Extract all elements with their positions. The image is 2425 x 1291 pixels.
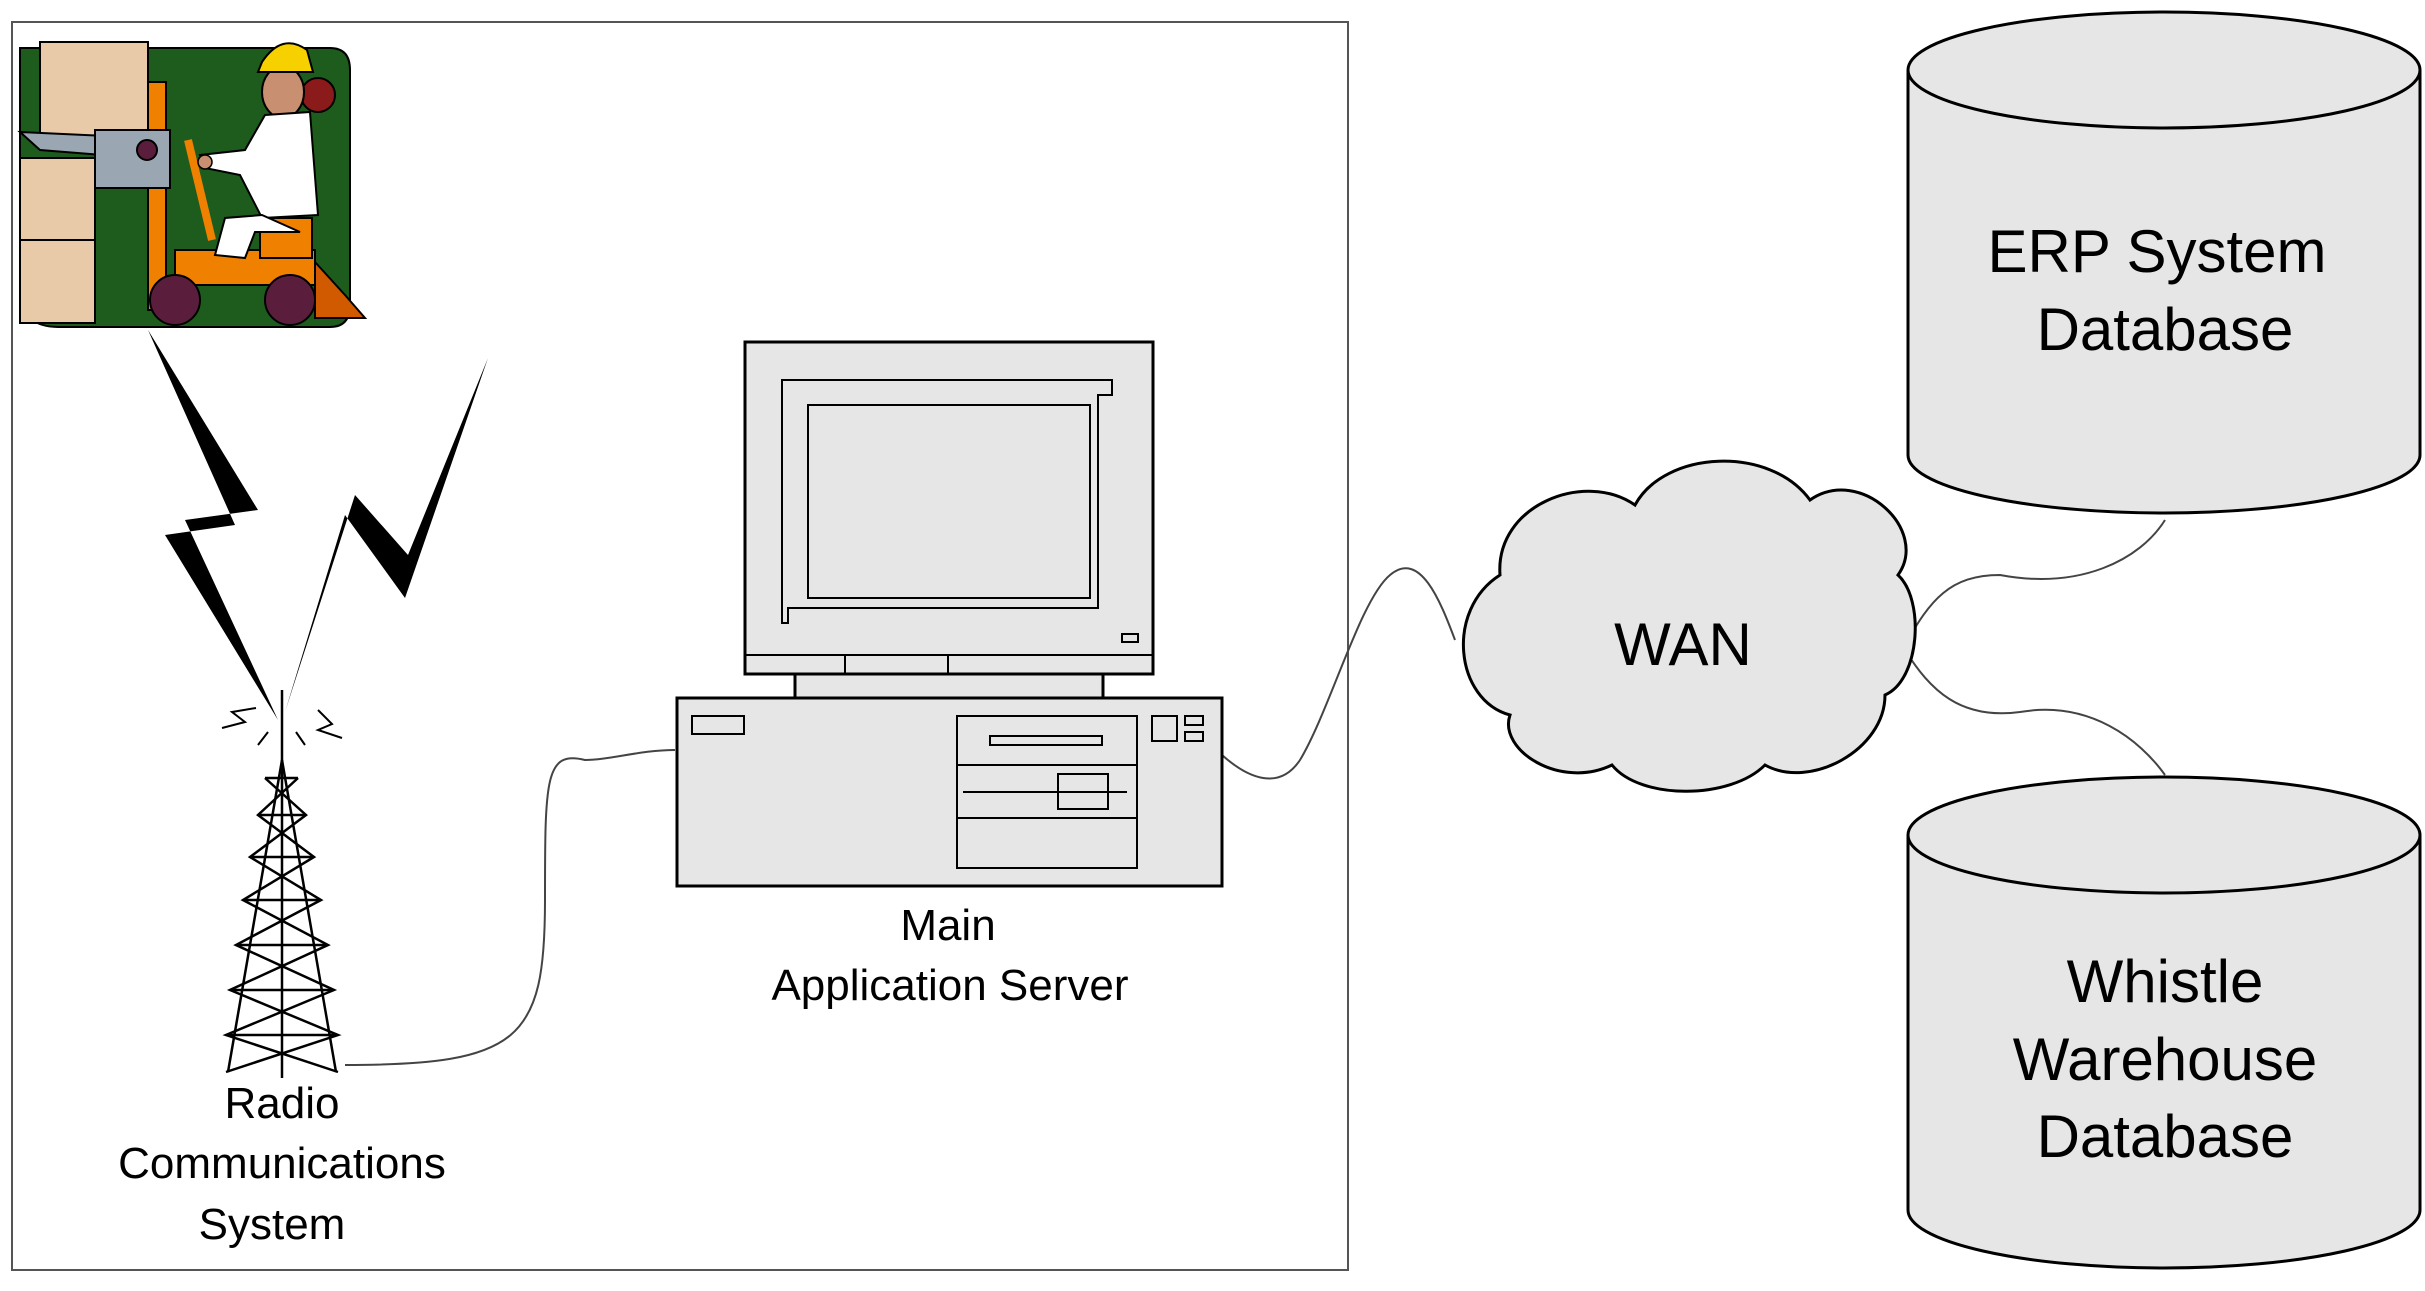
tower-to-server-cable <box>344 749 676 1066</box>
wan-to-whistle-cable <box>1904 649 2166 776</box>
radio-label-line1: Radio <box>225 1079 340 1128</box>
radio-label-line2: Communications <box>118 1139 446 1188</box>
whistle-label-line3: Database <box>2037 1103 2294 1170</box>
wan-label: WAN <box>1614 611 1752 678</box>
site-boundary-box <box>11 21 1349 1271</box>
database-cylinder-icon <box>1906 775 2422 1270</box>
database-cylinder-icon <box>1906 10 2422 515</box>
radio-tower-icon <box>221 690 343 1078</box>
wan-to-erp-cable <box>1904 519 2166 646</box>
radio-label-line3: System <box>199 1200 346 1249</box>
server-to-wan-cable <box>1221 567 1456 780</box>
server-label-line1: Main <box>900 901 995 950</box>
whistle-label-line1: Whistle <box>2067 948 2264 1015</box>
lightning-bolt-icon <box>148 330 278 720</box>
forklift-operator-icon <box>17 41 368 328</box>
computer-server-icon <box>675 340 1224 888</box>
whistle-label-line2: Warehouse <box>2013 1026 2318 1093</box>
server-label-line2: Application Server <box>771 961 1128 1010</box>
erp-label-line1: ERP System <box>1988 218 2327 285</box>
erp-label-line2: Database <box>2037 296 2294 363</box>
cloud-icon <box>1461 459 1917 793</box>
lightning-bolt-icon <box>285 358 488 712</box>
